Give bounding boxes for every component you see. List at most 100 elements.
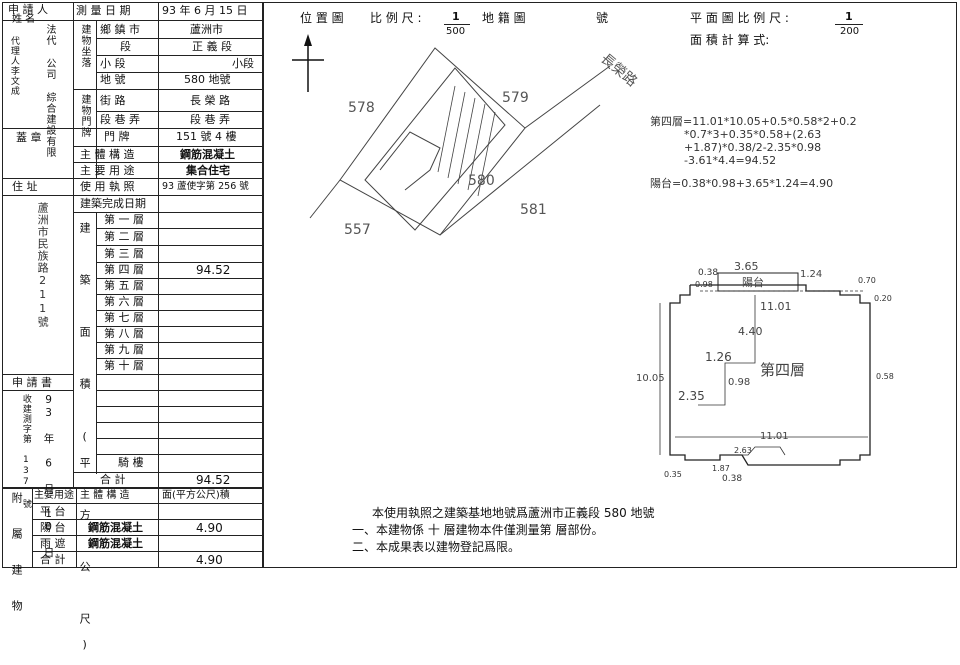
location-map-title: 位 置 圖: [300, 11, 344, 25]
attached-use: 雨 遮: [40, 537, 66, 550]
sheet-border: [2, 2, 957, 568]
col-line: [158, 487, 159, 568]
floor-label: 第 五 層: [104, 279, 144, 292]
number-value: 151 號 4 樓: [176, 130, 237, 143]
row-line: [96, 454, 263, 455]
parcel-line: [309, 179, 341, 219]
section-value: 正 義 段: [192, 40, 232, 53]
row-line: [96, 278, 263, 279]
row-line: [2, 195, 263, 196]
row-line: [32, 535, 263, 536]
application-date: 93 年 6 月 10 日: [42, 394, 55, 559]
dim-left-height: 10.05: [636, 373, 665, 384]
license-label: 使 用 執 照: [80, 180, 135, 193]
row-line: [96, 55, 263, 56]
attached-use: 陽 台: [40, 521, 66, 534]
balcony-formula: 陽台=0.38*0.98+3.65*1.24=4.90: [650, 177, 834, 190]
row-line: [2, 487, 263, 489]
dim-step: 1.26: [705, 350, 732, 364]
township-value: 蘆洲市: [190, 23, 223, 36]
col-line: [73, 2, 74, 487]
floor-plan-scale-num: 1: [845, 10, 853, 23]
dim-corner-d: 0.58: [876, 372, 894, 381]
row-line: [73, 212, 263, 213]
floor-plan: 第四層 陽台 3.65 1.24 0.38 0.98 11.01 4.40 1.…: [636, 260, 894, 484]
dim-balcony-depth: 1.24: [800, 269, 822, 280]
cadastral-number-label: 號: [596, 11, 609, 25]
doorplate-group-label: 建物門牌: [79, 94, 90, 138]
step-line: [698, 343, 756, 406]
location-scale-label: 比 例 尺 :: [370, 11, 422, 25]
floor-plan-scale-den: 200: [840, 26, 860, 37]
number-label: 門 牌: [104, 130, 130, 143]
row-line: [96, 294, 263, 295]
row-line: [96, 72, 263, 73]
scale-fraction-line: [444, 24, 470, 25]
north-arrow-icon: [292, 34, 324, 92]
subsection-label: 小 段: [100, 57, 126, 70]
main-use-label: 主 要 用 途: [80, 164, 135, 177]
row-line: [32, 551, 263, 552]
applicant-label: 申 請 人: [8, 3, 48, 16]
row-line: [96, 374, 263, 375]
road-edge: [524, 65, 611, 129]
location-scale-num: 1: [452, 10, 460, 23]
row-line: [96, 406, 263, 407]
row-line: [96, 438, 263, 439]
col-line: [158, 2, 159, 487]
company-rep: 代理人李文成: [8, 36, 19, 96]
row-line: [96, 390, 263, 391]
row-line: [96, 262, 263, 263]
note-line: 二、本成果表以建物登記爲限。: [352, 540, 521, 554]
attached-area-label: 面(平方公尺)積: [162, 490, 230, 501]
floor-label: 第 一 層: [104, 213, 144, 226]
address-value: 蘆洲市民族路211號: [36, 202, 50, 328]
dim-top-width: 3.65: [734, 260, 759, 273]
row-line: [73, 472, 263, 473]
attached-use-label: 主要用途: [34, 490, 74, 501]
bottom-notch: [720, 446, 786, 456]
left-table-divider: [262, 2, 264, 568]
floor-label: 第 九 層: [104, 343, 144, 356]
main-use-value: 集合住宅: [186, 164, 230, 177]
row-line: [2, 178, 263, 179]
dim-notch: 2.35: [678, 389, 705, 403]
row-line: [73, 89, 263, 90]
name-label: 姓 名: [12, 14, 36, 25]
row-line: [2, 374, 74, 375]
floor-label: 第 七 層: [104, 311, 144, 324]
tower-label: 騎 樓: [118, 456, 144, 469]
application-label: 申 請 書: [12, 376, 52, 389]
floor-name: 第四層: [760, 361, 805, 379]
total-value: 94.52: [196, 473, 231, 487]
formula-line: *0.7*3+0.35*0.58+(2.63: [684, 128, 822, 141]
dim-corner-b: 0.20: [874, 294, 892, 303]
dim-bottom-width: 11.01: [760, 431, 789, 442]
row-line: [32, 503, 263, 504]
parcel-580-outline: [364, 67, 506, 231]
floor-label: 第 二 層: [104, 230, 144, 243]
location-scale-den: 500: [446, 26, 466, 37]
floor-plan-title: 平 面 圖 比 例 尺 :: [690, 11, 789, 25]
lot-label: 581: [520, 202, 547, 218]
row-line: [96, 245, 263, 246]
dim-bottom-c: 0.38: [722, 474, 742, 484]
row-line: [96, 358, 263, 359]
floor-label: 第 四 層: [104, 263, 144, 276]
attached-structure: 鋼筋混凝土: [88, 521, 143, 534]
attached-area: 4.90: [196, 521, 223, 535]
dim-bottom-b: 1.87: [712, 464, 730, 473]
row-line: [2, 20, 74, 21]
dim-inner-height: 4.40: [738, 325, 763, 338]
row-line: [73, 162, 263, 163]
row-line: [96, 422, 263, 423]
dim-left-small: 0.38: [698, 268, 718, 278]
row-line: [96, 228, 263, 229]
floor-outline: [669, 284, 871, 466]
main-structure-label: 主 體 構 造: [80, 148, 135, 161]
row-line: [32, 519, 263, 520]
hatched-building: [437, 85, 496, 197]
formula-line: 第四層=11.01*10.05+0.5*0.58*2+0.2: [650, 115, 857, 128]
license-value: 93 蘆使字第 256 號: [162, 181, 249, 192]
